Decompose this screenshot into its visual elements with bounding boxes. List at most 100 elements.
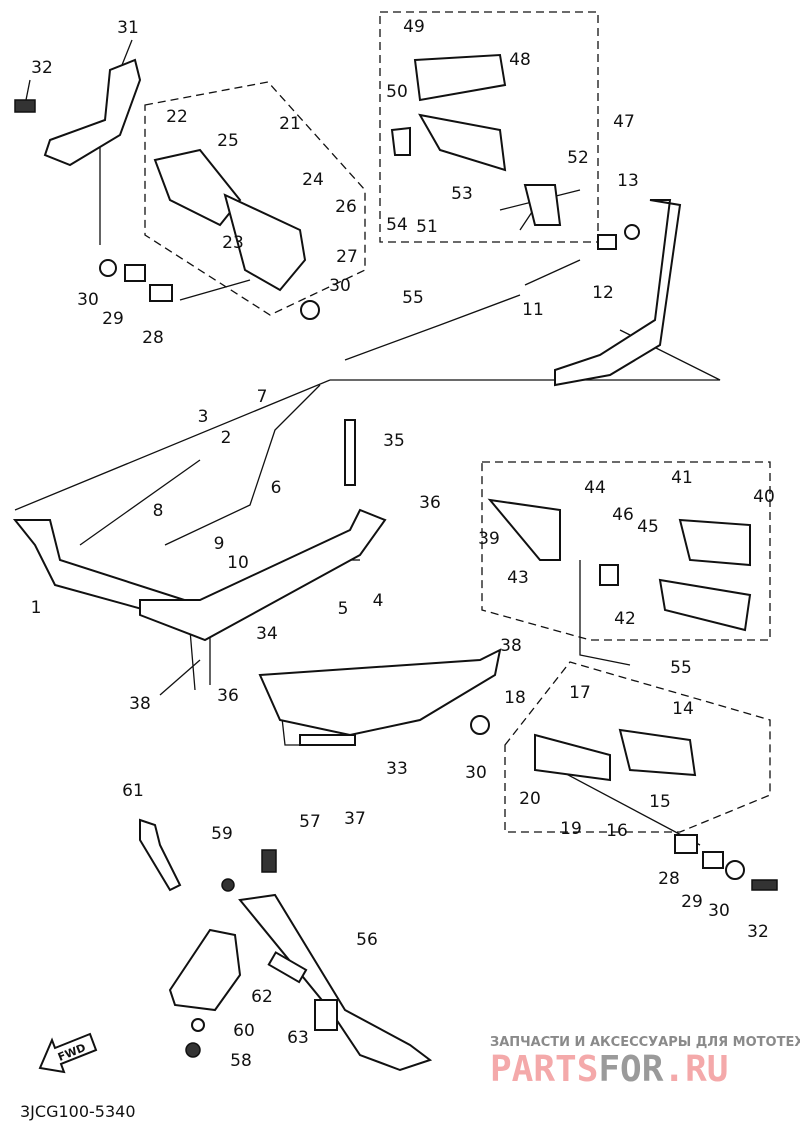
- callout: 50: [386, 82, 408, 102]
- callout: 42: [614, 609, 636, 629]
- callout: 52: [567, 148, 589, 168]
- cover-42: [599, 564, 619, 586]
- brake-pedal-33: [258, 648, 502, 737]
- callout: 54: [386, 215, 408, 235]
- spring-62: [267, 951, 308, 984]
- sidestand-56: [238, 893, 433, 1072]
- callout: 51: [416, 217, 438, 237]
- callout: 9: [214, 534, 225, 554]
- nut-58: [185, 1042, 201, 1058]
- sidestand-bracket: [168, 928, 242, 1012]
- diagram-code: 3JCG100-5340: [20, 1102, 136, 1121]
- callout: 19: [560, 819, 582, 839]
- callout: 30: [465, 763, 487, 783]
- callout: 5: [338, 599, 349, 619]
- footrest-14: [534, 733, 611, 782]
- callout: 13: [617, 171, 639, 191]
- callout: 44: [584, 478, 606, 498]
- callout: 38: [500, 636, 522, 656]
- callout: 45: [637, 517, 659, 537]
- footrest-rubber-15: [618, 728, 697, 777]
- callout: 14: [672, 699, 694, 719]
- bracket-31: [43, 58, 142, 167]
- callout: 10: [227, 553, 249, 573]
- callout: 30: [77, 290, 99, 310]
- group-box-21: [144, 81, 366, 316]
- bracket-39: [487, 498, 561, 561]
- footrest-42: [658, 578, 752, 632]
- callout: 3: [198, 407, 209, 427]
- callout: 60: [233, 1021, 255, 1041]
- callout: 25: [217, 131, 239, 151]
- group-box-14: [504, 661, 771, 833]
- callout: 49: [403, 17, 425, 37]
- bushing-63: [314, 999, 338, 1031]
- cable-7: [344, 294, 521, 361]
- bushing-29: [124, 264, 146, 282]
- washer-60: [191, 1018, 205, 1032]
- callout: 23: [222, 233, 244, 253]
- callout: 38: [129, 694, 151, 714]
- callout: 30: [708, 901, 730, 921]
- shaft-34: [139, 508, 387, 642]
- callout: 56: [356, 930, 378, 950]
- callout: 36: [419, 493, 441, 513]
- callout: 53: [451, 184, 473, 204]
- callout: 29: [681, 892, 703, 912]
- callout: 32: [31, 58, 53, 78]
- callout: 63: [287, 1028, 309, 1048]
- callout: 29: [102, 309, 124, 329]
- footrest-rubber-22: [153, 148, 242, 227]
- callout: 30: [329, 276, 351, 296]
- washer-30c: [470, 715, 490, 735]
- callout: 62: [251, 987, 273, 1007]
- bolt-37: [299, 734, 356, 746]
- watermark-brand: PARTSFOR.RU: [490, 1049, 728, 1090]
- callout: 6: [271, 478, 282, 498]
- bolt-57: [261, 849, 277, 873]
- callout: 16: [606, 821, 628, 841]
- callout: 35: [383, 431, 405, 451]
- callout: 47: [613, 112, 635, 132]
- callout: 26: [335, 197, 357, 217]
- washer-30b: [300, 300, 320, 320]
- callout: 18: [504, 688, 526, 708]
- callout: 59: [211, 824, 233, 844]
- callout: 55: [670, 658, 692, 678]
- callout: 57: [299, 812, 321, 832]
- brake-rod-7: [164, 384, 321, 546]
- callout: 7: [257, 387, 268, 407]
- callout: 8: [153, 501, 164, 521]
- bolt-32: [14, 99, 36, 113]
- callout: 55: [402, 288, 424, 308]
- cover-50: [390, 126, 411, 156]
- callout: 15: [649, 792, 671, 812]
- callout: 20: [519, 789, 541, 809]
- washer-30: [99, 259, 117, 277]
- callout: 41: [671, 468, 693, 488]
- washer-30d: [725, 860, 745, 880]
- parts: [12, 53, 778, 1072]
- callout: 22: [166, 107, 188, 127]
- callout: 27: [336, 247, 358, 267]
- bushing-29b: [702, 851, 724, 869]
- callout: 11: [522, 300, 544, 320]
- callout: 24: [302, 170, 324, 190]
- callout: 36: [217, 686, 239, 706]
- bolt-32b: [751, 879, 778, 891]
- bushing-12: [597, 234, 617, 250]
- watermark-logo: ЗАПЧАСТИ И АКСЕССУАРЫ ДЛЯ МОТОТЕХНИКИ PA…: [490, 1035, 800, 1090]
- callout: 28: [142, 328, 164, 348]
- group-box-39: [481, 461, 771, 641]
- nut-59: [221, 878, 235, 892]
- callout: 61: [122, 781, 144, 801]
- collar-28b: [674, 834, 698, 854]
- callout: 28: [658, 869, 680, 889]
- callout: 48: [509, 50, 531, 70]
- callout: 34: [256, 624, 278, 644]
- callout: 1: [31, 598, 42, 618]
- callout: 58: [230, 1051, 252, 1071]
- bracket-right: [554, 199, 682, 387]
